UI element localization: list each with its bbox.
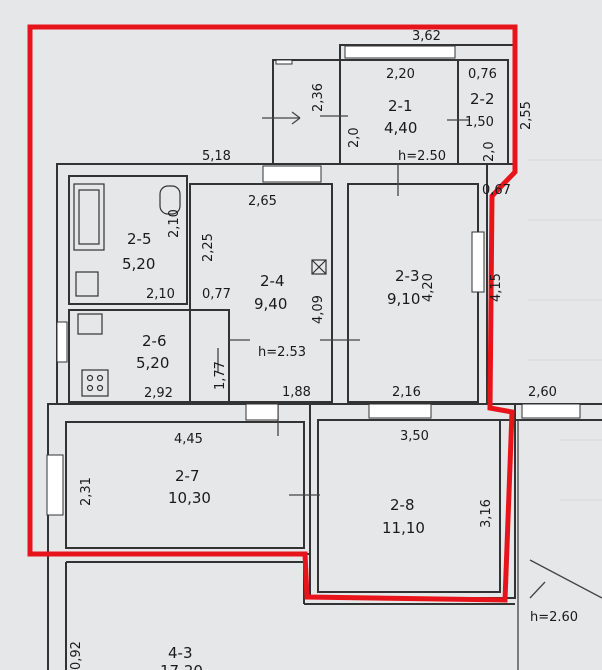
dimension: 3,16	[479, 499, 494, 528]
dimension: 2,0	[482, 141, 497, 162]
dimension: 4,45	[174, 432, 203, 447]
room-id: 2-3	[395, 267, 420, 285]
windows	[46, 45, 581, 516]
fixtures	[73, 183, 327, 397]
dimension: 0,92	[69, 641, 84, 670]
dimension: 0,76	[468, 67, 497, 82]
ceiling-height: h=2.60	[530, 610, 578, 625]
room-area: 1,50	[465, 115, 494, 130]
room-area: 17,20	[160, 662, 203, 670]
room-area: 5,20	[122, 255, 155, 273]
dimension: 2,55	[519, 101, 534, 130]
room-id: 2-7	[175, 467, 200, 485]
toilet-icon	[159, 185, 181, 215]
room-id: 4-3	[168, 644, 193, 662]
bathtub-icon	[73, 183, 105, 251]
dimension: 2,10	[146, 287, 175, 302]
room-area: 9,10	[387, 290, 420, 308]
dimension: 2,16	[392, 385, 421, 400]
dimension: 0,67	[482, 183, 511, 198]
dimension: 2,60	[528, 385, 557, 400]
dimension: 3,50	[400, 429, 429, 444]
dimension: 3,62	[412, 29, 441, 44]
dimension: 4,09	[311, 295, 326, 324]
dimension: 2,20	[386, 67, 415, 82]
sink-icon-2	[77, 313, 103, 335]
dimension: 1,88	[282, 385, 311, 400]
dimension: 2,31	[79, 477, 94, 506]
dimension: 2,10	[167, 209, 182, 238]
dimension: 2,25	[201, 233, 216, 262]
dimension: 1,77	[213, 361, 228, 390]
dimension: 5,18	[202, 149, 231, 164]
room-id: 2-5	[127, 230, 152, 248]
dimension: 2,65	[248, 194, 277, 209]
dimension: 2,0	[347, 127, 362, 148]
dimension: 0,77	[202, 287, 231, 302]
room-id: 2-2	[470, 90, 495, 108]
room-labels: 2-1 4,40 2-2 1,50 2-3 9,10 2-4 9,40 2-5 …	[122, 90, 495, 670]
vent-icon	[311, 259, 327, 275]
room-area: 10,30	[168, 489, 211, 507]
dimension: 2,92	[144, 386, 173, 401]
room-id: 2-8	[390, 496, 415, 514]
room-id: 2-6	[142, 332, 167, 350]
room-area: 11,10	[382, 519, 425, 537]
dimension: 2,36	[311, 83, 326, 112]
apartment-outline	[27, 24, 518, 603]
room-area: 9,40	[254, 295, 287, 313]
room-area: 4,40	[384, 119, 417, 137]
sink-icon	[75, 271, 99, 297]
ceiling-height: h=2.50	[398, 149, 446, 164]
dimension: 4,20	[421, 273, 436, 302]
background-grid	[528, 159, 602, 501]
dimension-labels: 3,62 2,20 0,76 2,36 2,0 2,55 2,0 5,18 h=…	[69, 29, 578, 670]
dimension: 4,15	[489, 273, 504, 302]
ceiling-height: h=2.53	[258, 345, 306, 360]
room-area: 5,20	[136, 354, 169, 372]
room-id: 2-1	[388, 97, 413, 115]
stove-icon	[81, 369, 109, 397]
room-id: 2-4	[260, 272, 285, 290]
